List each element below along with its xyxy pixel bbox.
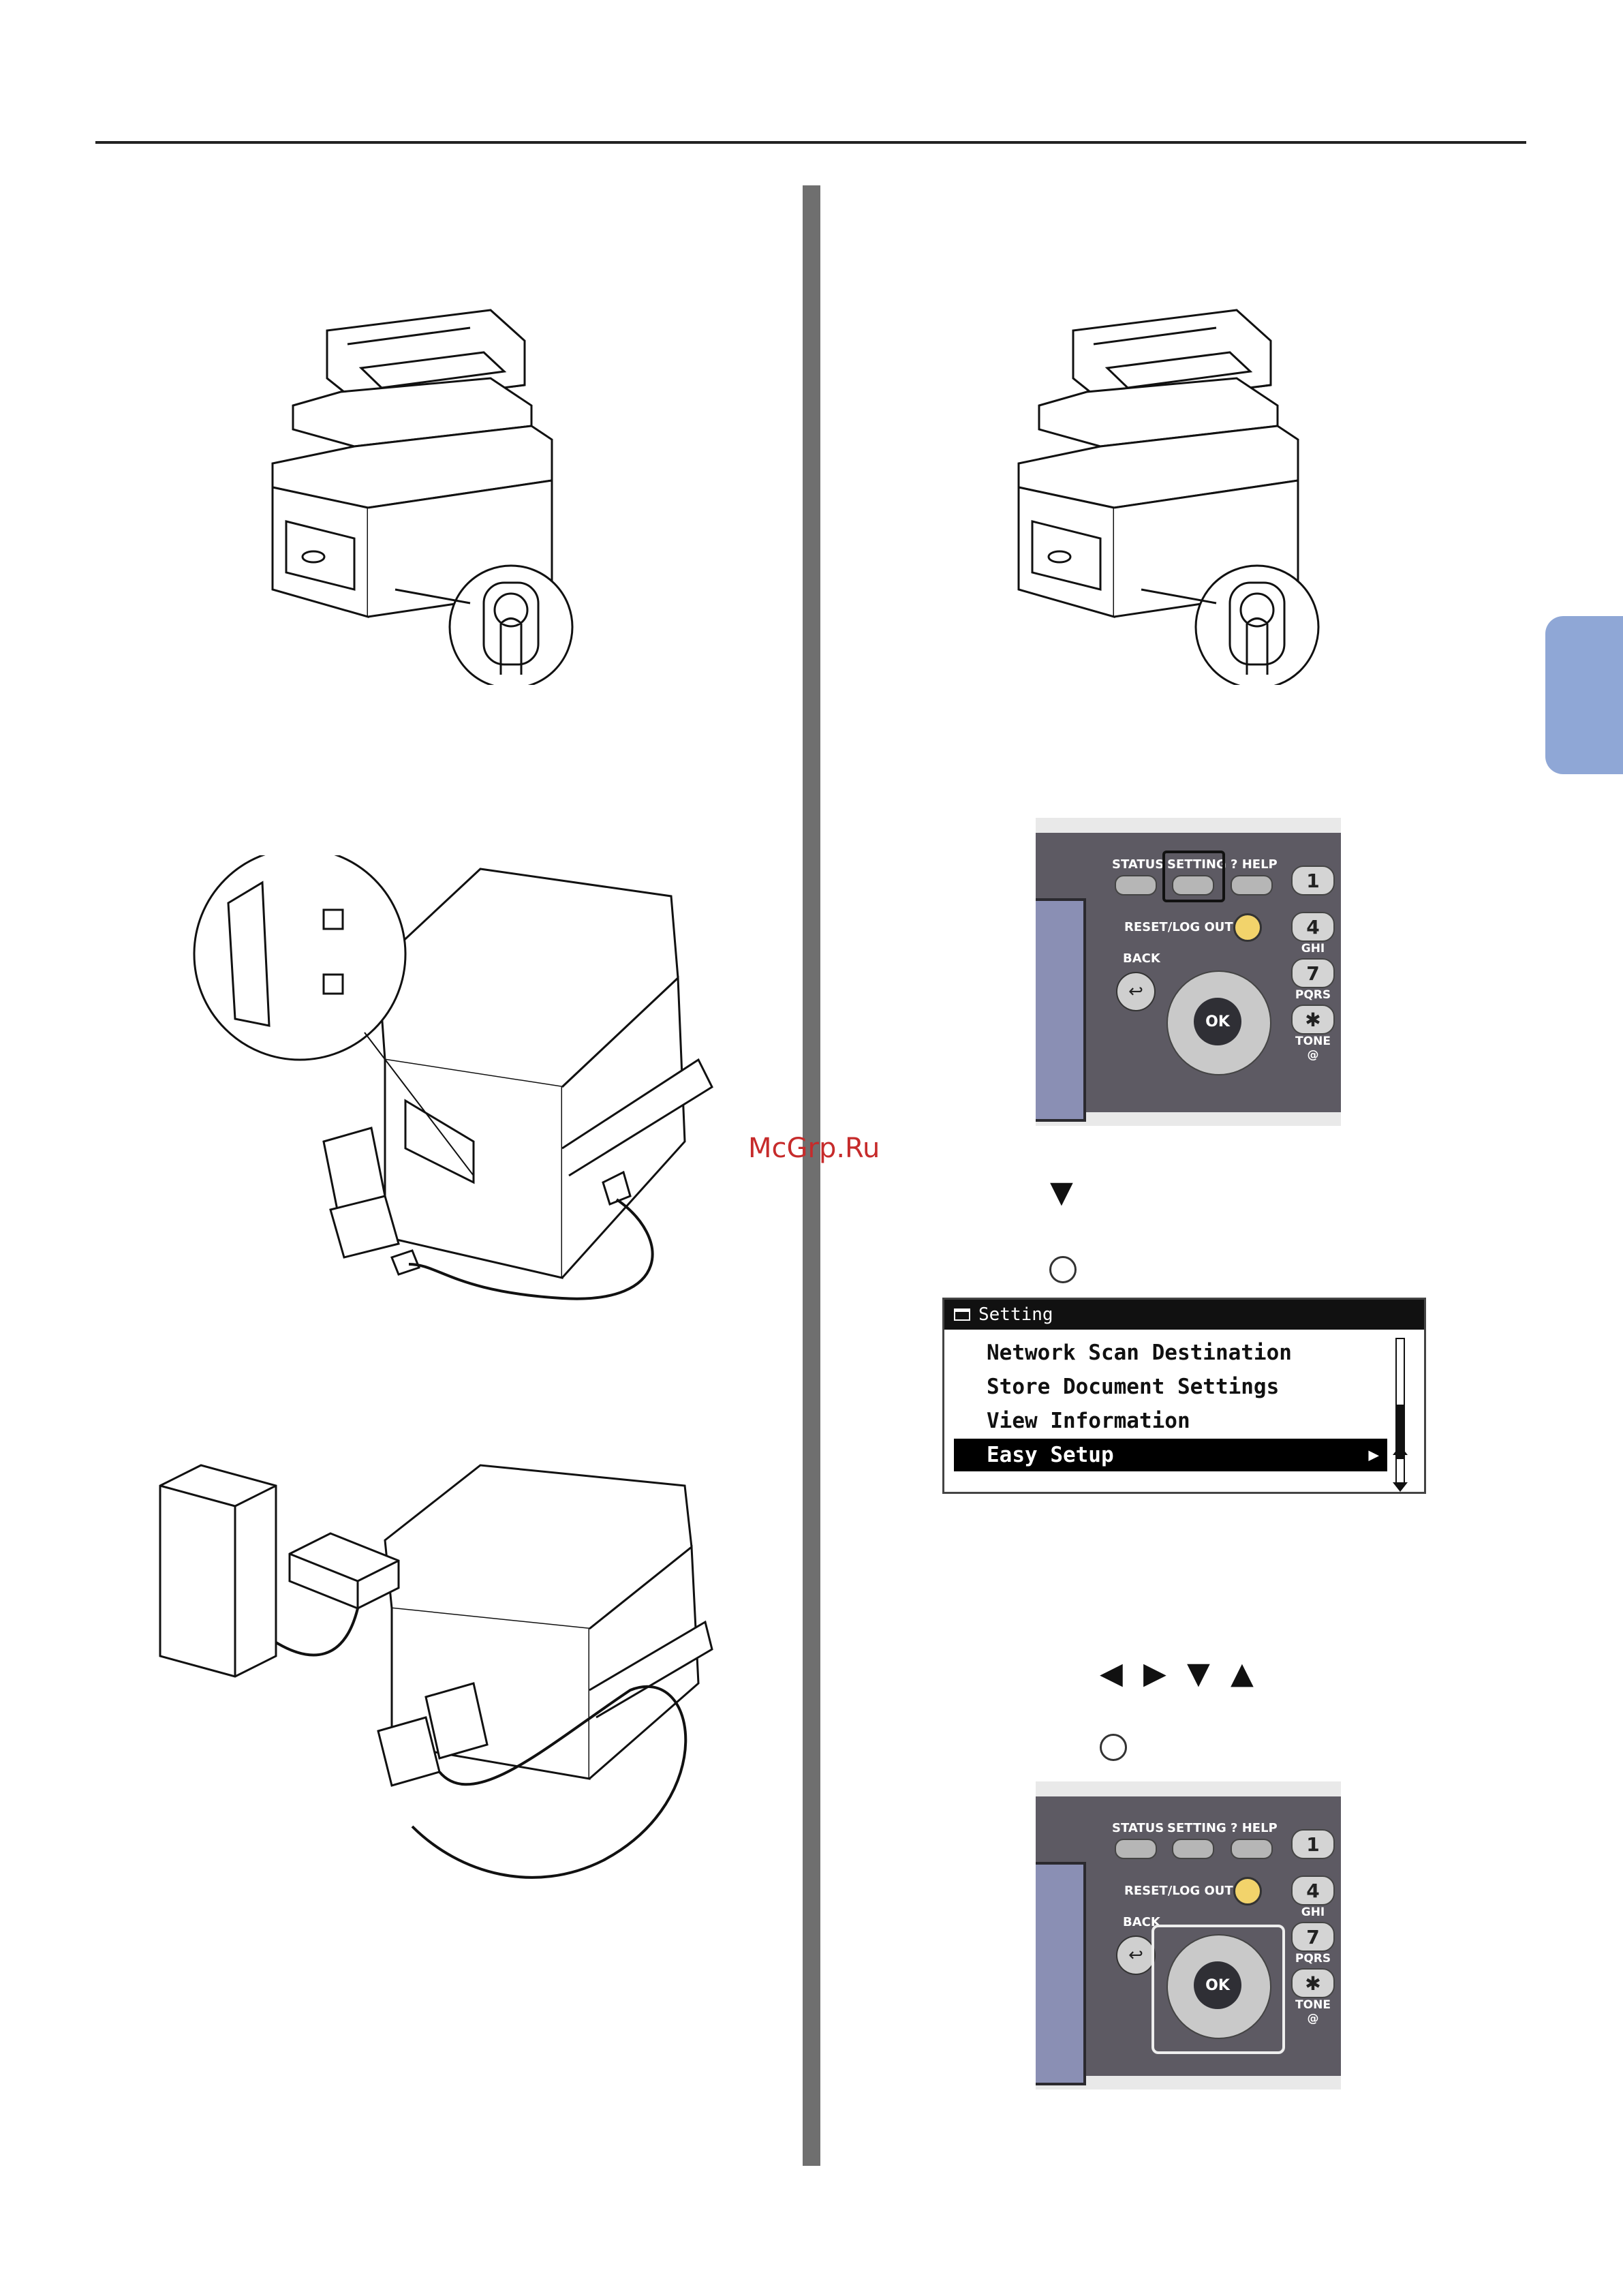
key-star-sub: TONE @ [1293, 1998, 1333, 2025]
figure-printer-power-right [1012, 303, 1352, 685]
down-arrow-icon: ▼ [1187, 1659, 1210, 1689]
key-star[interactable]: ✱ [1291, 1005, 1335, 1035]
ok-circle-icon [1049, 1256, 1077, 1283]
back-label: BACK [1123, 951, 1160, 966]
left-arrow-icon: ◀ [1100, 1659, 1123, 1689]
figure-printer-rear-connection [181, 855, 726, 1326]
help-button[interactable] [1231, 1839, 1273, 1859]
reset-label: RESET/LOG OUT [1124, 920, 1233, 934]
watermark: McGrp.Ru [748, 1133, 880, 1164]
menu-item-label: Easy Setup [987, 1443, 1114, 1467]
menu-item-store-document-settings[interactable]: Store Document Settings [954, 1371, 1387, 1403]
figure-printer-power-left [266, 303, 606, 685]
chapter-tab [1545, 616, 1623, 774]
key-1[interactable]: 1 [1291, 866, 1335, 896]
key-star-sub: TONE @ [1293, 1035, 1333, 1062]
back-arrow-icon: ↩ [1128, 981, 1143, 1002]
reset-button[interactable] [1233, 913, 1262, 942]
key-4[interactable]: 4 [1291, 1876, 1335, 1905]
scroll-down-icon [1393, 1482, 1408, 1492]
status-button[interactable] [1115, 875, 1157, 896]
key-7-sub: PQRS [1293, 988, 1333, 1002]
status-label: STATUS [1112, 857, 1164, 872]
help-label: ? HELP [1231, 857, 1278, 872]
setting-highlight [1162, 851, 1225, 902]
panel-lcd-screen [1036, 1862, 1086, 2085]
menu-item-label: Network Scan Destination [987, 1341, 1292, 1365]
panel-top-edge [1036, 1781, 1341, 1796]
key-4-sub: GHI [1293, 1905, 1333, 1919]
panel-top-edge [1036, 818, 1341, 833]
back-arrow-icon: ↩ [1128, 1945, 1143, 1965]
key-4[interactable]: 4 [1291, 912, 1335, 942]
status-button[interactable] [1115, 1839, 1157, 1859]
panel-lcd-screen [1036, 898, 1086, 1122]
key-7-sub: PQRS [1293, 1952, 1333, 1965]
setting-icon [954, 1308, 970, 1321]
menu-item-label: View Information [987, 1409, 1190, 1433]
chevron-right-icon: ▶ [1368, 1445, 1379, 1465]
lcd-title: Setting [978, 1304, 1053, 1325]
right-arrow-icon: ▶ [1143, 1659, 1166, 1689]
menu-item-network-scan-destination[interactable]: Network Scan Destination [954, 1336, 1387, 1369]
help-label: ? HELP [1231, 1821, 1278, 1835]
ok-circle-icon [1100, 1734, 1127, 1761]
scroll-up-icon [1393, 1445, 1408, 1455]
up-arrow-icon: ▲ [1231, 1659, 1254, 1689]
key-4-sub: GHI [1293, 942, 1333, 955]
back-button[interactable]: ↩ [1116, 1935, 1156, 1975]
status-label: STATUS [1112, 1821, 1164, 1835]
menu-item-view-information[interactable]: View Information [954, 1405, 1387, 1437]
control-panel-dpad: STATUS SETTING ? HELP RESET/LOG OUT BACK… [1036, 1781, 1341, 2090]
column-divider [803, 185, 820, 2166]
key-7[interactable]: 7 [1291, 958, 1335, 988]
lcd-scrollbar[interactable] [1395, 1338, 1405, 1484]
lcd-setting-menu: Setting Network Scan Destination Store D… [942, 1298, 1426, 1494]
reset-button[interactable] [1233, 1877, 1262, 1905]
back-button[interactable]: ↩ [1116, 972, 1156, 1011]
key-star[interactable]: ✱ [1291, 1968, 1335, 1998]
setting-label: SETTING [1167, 1821, 1226, 1835]
control-panel-setting: STATUS SETTING ? HELP RESET/LOG OUT BACK… [1036, 818, 1341, 1126]
setting-button[interactable] [1172, 1839, 1214, 1859]
key-7[interactable]: 7 [1291, 1922, 1335, 1952]
menu-item-label: Store Document Settings [987, 1375, 1279, 1399]
ok-button[interactable]: OK [1194, 998, 1241, 1045]
menu-item-easy-setup[interactable]: Easy Setup ▶ [954, 1439, 1387, 1471]
help-button[interactable] [1231, 875, 1273, 896]
header-rule [95, 141, 1526, 144]
reset-label: RESET/LOG OUT [1124, 1884, 1233, 1898]
dpad-highlight [1151, 1925, 1285, 2054]
lcd-header: Setting [944, 1300, 1424, 1330]
key-1[interactable]: 1 [1291, 1829, 1335, 1859]
down-arrow-icon: ▼ [1050, 1178, 1073, 1208]
figure-printer-hub-pc [153, 1458, 726, 1908]
